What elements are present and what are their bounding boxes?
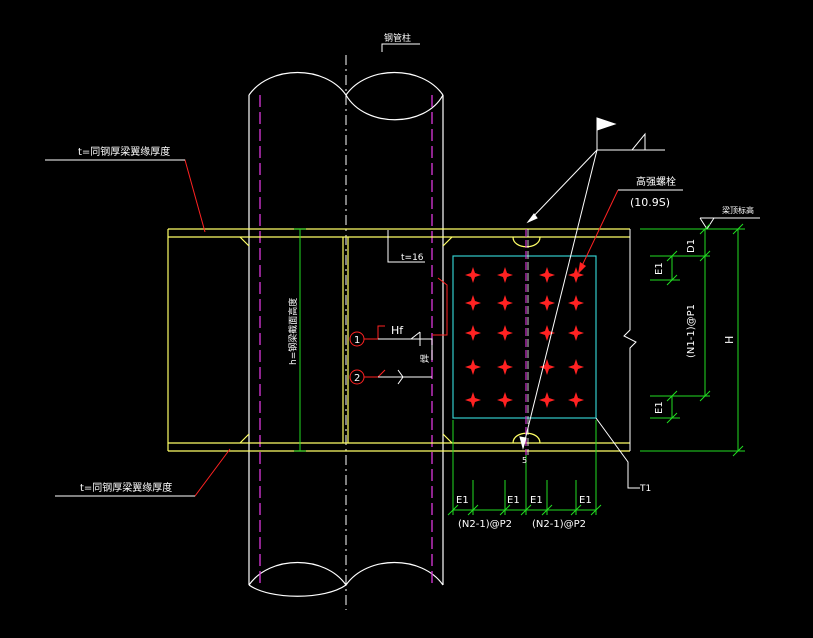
weld-flag-leader: [519, 117, 665, 450]
bolt-1-2: [497, 267, 513, 283]
web-thickness: t=16: [401, 253, 424, 263]
right-dimensions: [640, 223, 745, 457]
dim-e1-d: E1: [579, 495, 592, 506]
bolt-1-3: [539, 267, 555, 283]
dim-d1: D1: [686, 239, 697, 253]
elevation-note: 梁顶标高: [722, 205, 754, 215]
bolt-leader-arrow: [578, 262, 586, 274]
dim-e1-c: E1: [530, 495, 543, 506]
dim-bolt-rows: (N1-1)@P1: [686, 304, 697, 358]
bolt-3-1: [465, 325, 481, 341]
bolt-4-1: [465, 359, 481, 375]
dim-cols-left: (N2-1)@P2: [458, 519, 512, 530]
bolt-5-3: [539, 392, 555, 408]
dim-e1-top: E1: [654, 262, 665, 275]
bolt-title: 高强螺栓: [636, 175, 676, 188]
bolt-3-2: [497, 325, 513, 341]
bolt-4-3: [539, 359, 555, 375]
plate-tag: T1: [639, 484, 651, 494]
bolt-grade: (10.9S): [630, 196, 670, 209]
web-thickness-leader: [387, 230, 425, 263]
dim-h: H: [723, 336, 736, 344]
weld-size: Hf: [391, 324, 404, 337]
flange-bottom-note: t=同钢厚梁翼缘厚度: [80, 481, 172, 494]
bolt-2-2: [497, 295, 513, 311]
bolt-2-4: [568, 295, 584, 311]
bottom-dimensions: [447, 420, 602, 516]
beam-flanges: [167, 228, 630, 452]
bolt-2-3: [539, 295, 555, 311]
dim-e1-bottom: E1: [654, 401, 665, 414]
top-pipe-note: 钢管柱: [384, 32, 411, 44]
weld-mark-1: 1: [354, 335, 360, 346]
beam-height-dim: [294, 228, 306, 452]
bolt-3-3: [539, 325, 555, 341]
bolt-4-4: [568, 359, 584, 375]
bolt-4-2: [497, 359, 513, 375]
dim-e1-a: E1: [456, 495, 469, 506]
bolt-1-4: [568, 267, 584, 283]
dim-cols-right: (N2-1)@P2: [532, 519, 586, 530]
plate-tag-leader: [595, 417, 640, 489]
web-red-leader: [432, 277, 448, 336]
dim-e1-b: E1: [507, 495, 520, 506]
bolt-leader: [579, 189, 619, 271]
bolt-group: [465, 267, 584, 408]
bolt-5-4: [568, 392, 584, 408]
vertical-note: h=钢梁截面高度: [287, 298, 299, 365]
flange-top-leader: [45, 159, 206, 233]
weld-symbols: [349, 325, 433, 385]
weld-mark-2: 2: [354, 373, 360, 384]
elevation-marker: [699, 217, 760, 230]
bolt-3-4: [568, 325, 584, 341]
bolt-5-1: [465, 392, 481, 408]
top-pipe-leader: [381, 43, 420, 52]
weld-note: 焊: [419, 354, 431, 363]
bolt-5-2: [497, 392, 513, 408]
flange-top-note: t=同钢厚梁翼缘厚度: [78, 145, 170, 158]
gap-mark: 5: [522, 456, 527, 465]
bolt-2-1: [465, 295, 481, 311]
splice-plate: [452, 255, 597, 419]
break-mark: [623, 229, 637, 451]
bolt-1-1: [465, 267, 481, 283]
